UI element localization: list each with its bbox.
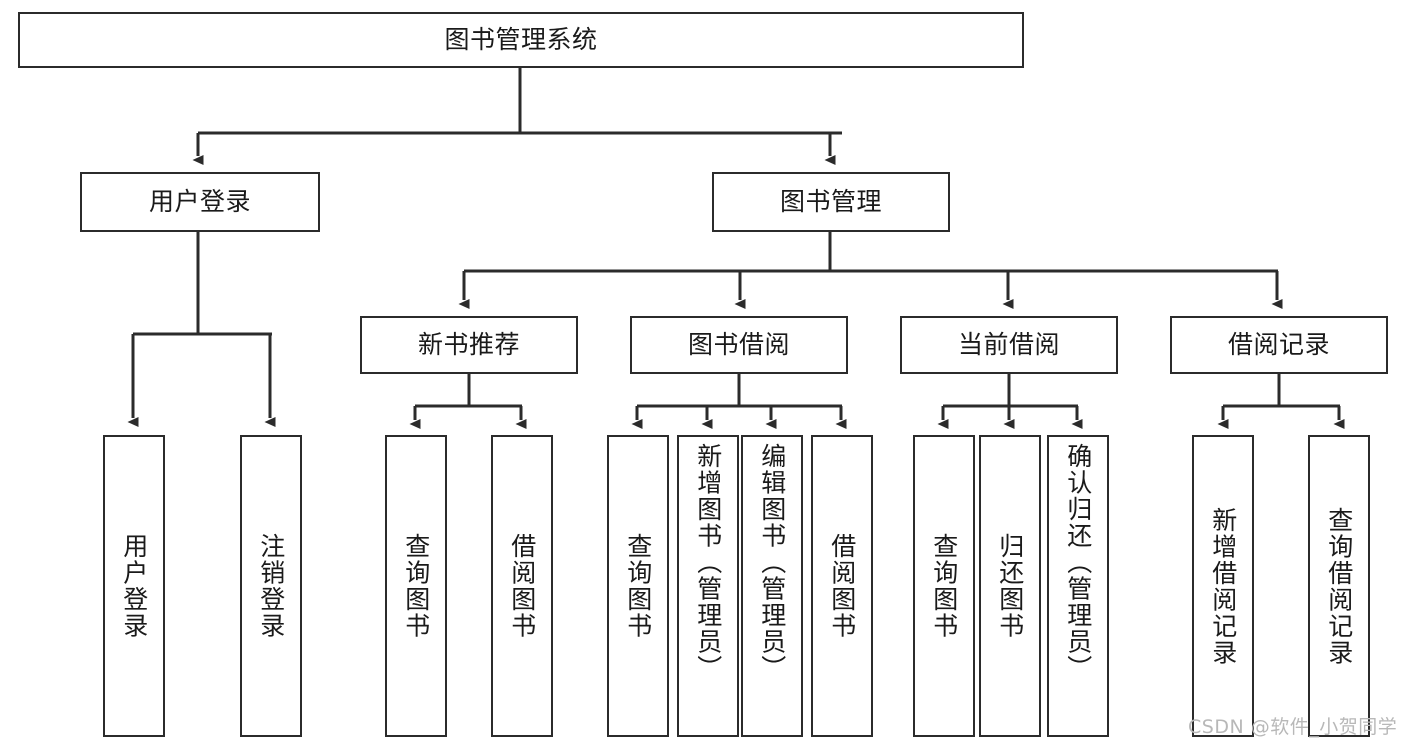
- node-new-book-recommend-label: 新书推荐: [417, 330, 520, 359]
- node-leaf-user-login-label: 用户登录: [119, 533, 149, 639]
- node-leaf-query-record[interactable]: 查询借阅记录: [1308, 435, 1370, 737]
- node-borrow-record-label: 借阅记录: [1227, 330, 1330, 359]
- node-leaf-add-record[interactable]: 新增借阅记录: [1192, 435, 1254, 737]
- node-leaf-query-record-label: 查询借阅记录: [1324, 506, 1354, 666]
- node-root[interactable]: 图书管理系统: [18, 12, 1024, 68]
- node-leaf-add-book-label: 新增图书（管理员）: [693, 443, 723, 682]
- node-leaf-query-book-1-label: 查询图书: [401, 533, 431, 639]
- node-leaf-edit-book-label: 编辑图书（管理员）: [757, 443, 787, 682]
- node-book-borrow-label: 图书借阅: [687, 330, 790, 359]
- node-leaf-query-book-3[interactable]: 查询图书: [913, 435, 975, 737]
- node-leaf-user-login[interactable]: 用户登录: [103, 435, 165, 737]
- node-leaf-return-book[interactable]: 归还图书: [979, 435, 1041, 737]
- node-root-label: 图书管理系统: [444, 25, 598, 54]
- node-book-borrow[interactable]: 图书借阅: [630, 316, 848, 374]
- node-leaf-edit-book[interactable]: 编辑图书（管理员）: [741, 435, 803, 737]
- node-leaf-borrow-book-2[interactable]: 借阅图书: [811, 435, 873, 737]
- node-borrow-record[interactable]: 借阅记录: [1170, 316, 1388, 374]
- node-leaf-confirm-return[interactable]: 确认归还（管理员）: [1047, 435, 1109, 737]
- node-book-management[interactable]: 图书管理: [712, 172, 950, 232]
- node-leaf-borrow-book-1[interactable]: 借阅图书: [491, 435, 553, 737]
- node-leaf-return-book-label: 归还图书: [995, 533, 1025, 639]
- node-leaf-add-record-label: 新增借阅记录: [1208, 506, 1238, 666]
- node-user-login-label: 用户登录: [148, 187, 251, 216]
- node-leaf-logout-login-label: 注销登录: [256, 533, 286, 639]
- node-current-borrow[interactable]: 当前借阅: [900, 316, 1118, 374]
- node-leaf-confirm-return-label: 确认归还（管理员）: [1063, 443, 1093, 682]
- node-user-login[interactable]: 用户登录: [80, 172, 320, 232]
- node-leaf-query-book-2-label: 查询图书: [623, 533, 653, 639]
- node-leaf-query-book-1[interactable]: 查询图书: [385, 435, 447, 737]
- node-leaf-query-book-3-label: 查询图书: [929, 533, 959, 639]
- node-leaf-query-book-2[interactable]: 查询图书: [607, 435, 669, 737]
- node-leaf-logout-login[interactable]: 注销登录: [240, 435, 302, 737]
- node-current-borrow-label: 当前借阅: [957, 330, 1060, 359]
- node-book-management-label: 图书管理: [779, 187, 882, 216]
- node-new-book-recommend[interactable]: 新书推荐: [360, 316, 578, 374]
- watermark-text: CSDN @软件_小贺同学: [1188, 716, 1398, 738]
- node-leaf-add-book[interactable]: 新增图书（管理员）: [677, 435, 739, 737]
- node-leaf-borrow-book-1-label: 借阅图书: [507, 533, 537, 639]
- node-leaf-borrow-book-2-label: 借阅图书: [827, 533, 857, 639]
